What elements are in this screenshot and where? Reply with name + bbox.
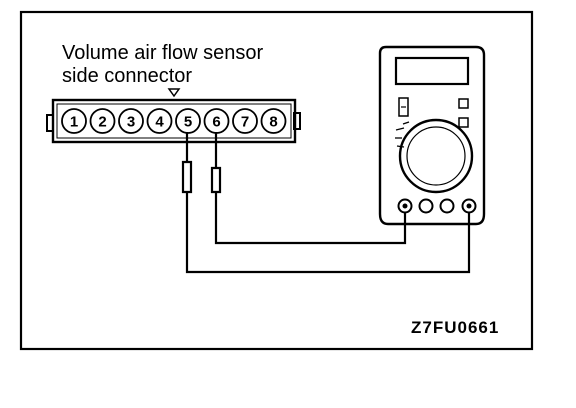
connector-pin-label-2: 2 [98,114,106,131]
connector-inner-outline [56,103,292,139]
connector-pin-4 [146,108,173,134]
connector-pins: 1 2 3 4 5 6 7 8 [61,108,287,134]
multimeter-body [378,45,486,226]
connector-pin-8 [260,108,287,134]
multimeter [378,45,486,226]
connector-title-line2: side connector [62,65,192,87]
function-button-top [458,98,469,109]
function-button-bottom [458,117,469,128]
connector-title-line1: Volume air flow sensor [62,42,264,64]
multimeter-display [394,56,470,86]
connector-pin-label-3: 3 [127,114,135,131]
connector-pin-label-4: 4 [155,114,164,131]
jack-com-terminal[interactable] [397,198,413,214]
connector: 1 2 3 4 5 6 7 8 [46,88,301,144]
probe-pin5-wire [181,132,471,274]
rotary-selector-dial-inner [406,126,466,186]
rotary-selector-dial[interactable] [398,118,474,194]
connector-pin-label-6: 6 [212,114,220,131]
connector-pin-3 [118,108,144,134]
probe-pin6-wire [210,132,407,245]
jack-v-socket [466,203,472,209]
figure-code: Z7FU0661 [411,318,499,337]
connector-pin-1 [61,108,87,134]
connector-pin-7 [232,108,258,134]
connector-body [51,98,297,144]
jack-com-socket [402,203,408,209]
connector-pin-label-7: 7 [241,114,249,131]
connector-pin-2 [89,108,116,134]
jack-v-terminal[interactable] [461,198,477,214]
connector-key-marker [167,88,181,98]
range-switch-indicator [398,97,409,117]
connector-pin-label-1: 1 [70,114,78,131]
test-leads [181,132,471,274]
figure-frame [19,10,534,351]
multimeter-jacks [397,198,477,214]
connector-pin-label-5: 5 [184,114,192,131]
connector-pin-label-8: 8 [269,114,277,131]
jack-2[interactable] [418,198,434,214]
jack-3[interactable] [439,198,455,214]
